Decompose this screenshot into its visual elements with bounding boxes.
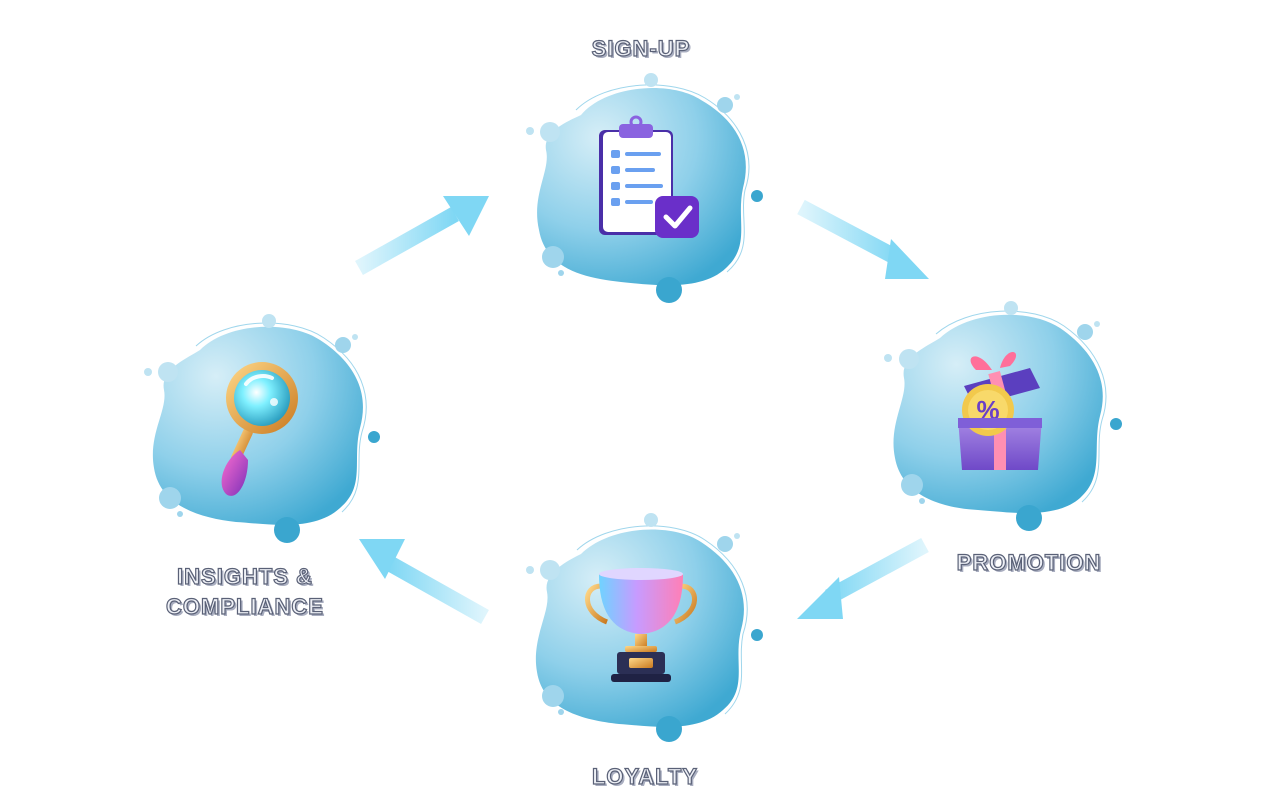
flow-arrow-insights-to-signup: [355, 190, 495, 280]
clipboard-check-icon: [599, 115, 699, 238]
stage-label-loyalty: LOYALTY: [591, 763, 698, 789]
svg-text:%: %: [976, 395, 999, 425]
arrow-up-left-icon: [359, 539, 489, 624]
flow-arrow-loyalty-to-insights: [355, 535, 495, 625]
arrow-up-right-icon: [355, 196, 489, 275]
gift-box-percent-icon: %: [958, 351, 1042, 470]
stage-node-sign-up: [521, 70, 763, 310]
magnifying-glass-icon: [221, 362, 298, 496]
stage-node-promotion: %: [880, 298, 1122, 538]
flow-arrow-promotion-to-loyalty: [795, 535, 935, 625]
trophy-icon: [585, 568, 697, 682]
arrow-down-right-icon: [797, 199, 929, 279]
stage-label-promotion: PROMOTION: [956, 549, 1102, 575]
arrow-down-left-icon: [797, 537, 929, 619]
stage-label-sign-up: SIGN-UP: [591, 35, 691, 61]
flow-arrow-signup-to-promotion: [795, 195, 935, 285]
stage-node-loyalty: [521, 512, 763, 752]
stage-node-insights: [140, 310, 380, 550]
stage-label-insights: INSIGHTS & COMPLIANCE: [165, 563, 324, 619]
